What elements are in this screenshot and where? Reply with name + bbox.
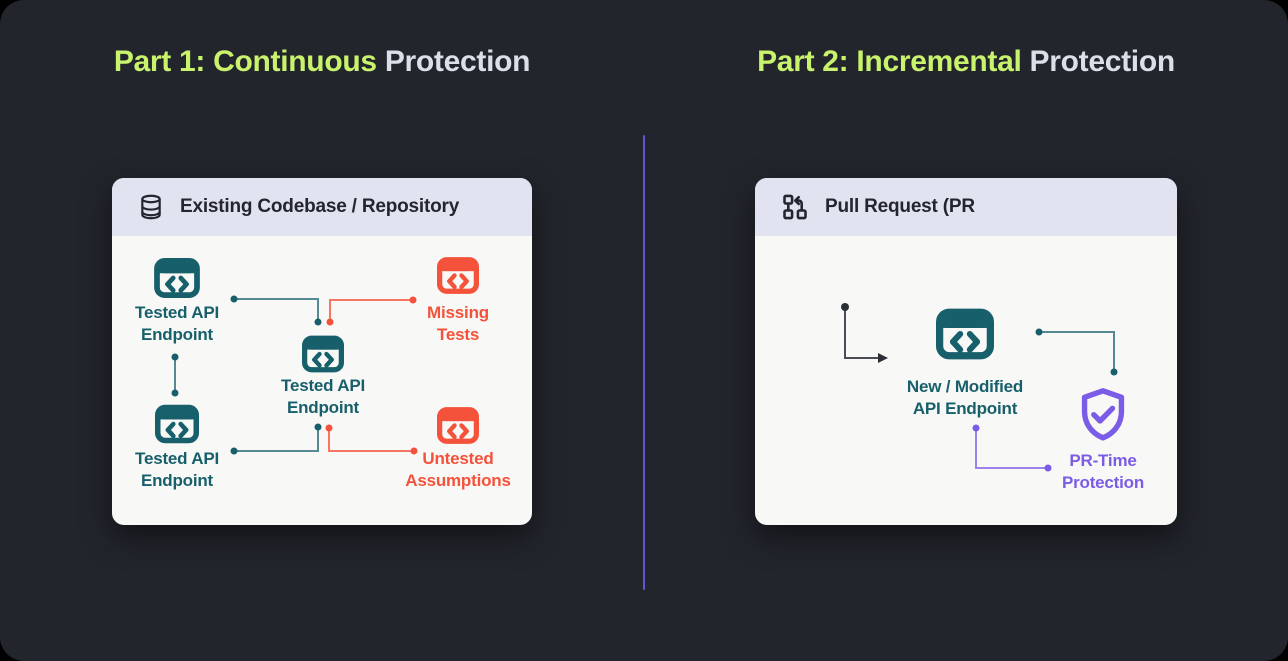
pull-request-icon xyxy=(783,194,807,220)
code-endpoint-icon xyxy=(155,404,199,444)
code-endpoint-icon xyxy=(437,257,479,294)
right-card-body: New / Modified API Endpoint PR-Time Prot… xyxy=(755,236,1177,525)
tested-endpoint-center-label: Tested API Endpoint xyxy=(281,376,365,418)
part1-title-highlight: Part 1: Continuous xyxy=(113,45,377,78)
pr-time-protection-label: PR-Time Protection xyxy=(1061,451,1145,493)
existing-codebase-card: Existing Codebase / Repository xyxy=(112,178,532,525)
panel-divider xyxy=(643,135,645,590)
code-endpoint-icon xyxy=(154,258,200,298)
part2-title-rest: Protection xyxy=(1029,45,1176,78)
right-card-connectors xyxy=(841,303,1118,472)
part2-title-highlight: Part 2: Incremental xyxy=(757,45,1022,78)
part1-title-rest: Protection xyxy=(384,45,531,78)
missing-tests-label: Missing Tests xyxy=(427,303,489,345)
left-card-body: Tested API Endpoint Missing Tests Tested… xyxy=(112,236,532,525)
tested-endpoint-bottom-left-label: Tested API Endpoint xyxy=(135,449,219,491)
pull-request-card: Pull Request (PR New / Modified API Endp… xyxy=(755,178,1177,525)
left-card-header: Existing Codebase / Repository xyxy=(112,178,532,236)
left-card-title: Existing Codebase / Repository xyxy=(180,196,460,217)
shield-check-icon xyxy=(1081,388,1125,441)
right-card-title: Pull Request (PR xyxy=(825,196,975,217)
tested-endpoint-top-left-label: Tested API Endpoint xyxy=(135,303,219,345)
database-icon xyxy=(141,194,161,220)
new-modified-endpoint-label: New / Modified API Endpoint xyxy=(906,377,1024,419)
code-endpoint-icon xyxy=(437,407,479,444)
code-endpoint-icon xyxy=(302,335,344,373)
untested-assumptions-label: Untested Assumptions xyxy=(405,449,511,491)
left-card-connectors xyxy=(171,295,418,455)
right-card-header: Pull Request (PR xyxy=(755,178,1177,236)
part2-title: Part 2: Incremental Protection xyxy=(644,45,1288,79)
code-endpoint-icon xyxy=(936,307,994,361)
part1-title: Part 1: Continuous Protection xyxy=(0,45,644,79)
